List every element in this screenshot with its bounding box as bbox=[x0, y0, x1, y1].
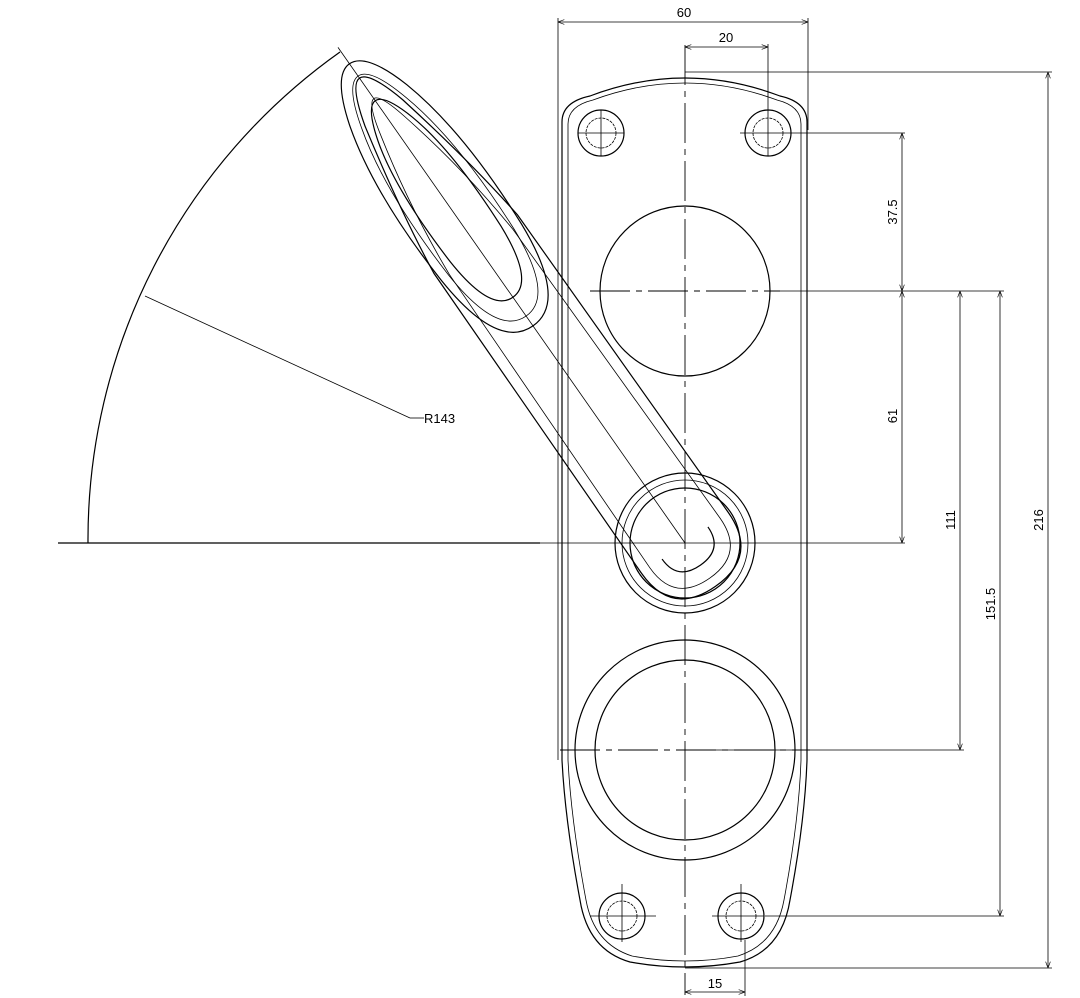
mounting-hole bbox=[590, 884, 656, 942]
mounting-hole bbox=[712, 884, 765, 942]
dimensions: 60 20 15 37.5 61 111 151.5 216 bbox=[558, 5, 1048, 992]
dim-216: 216 bbox=[1031, 509, 1046, 531]
dim-151-5: 151.5 bbox=[983, 588, 998, 621]
mounting-hole bbox=[577, 109, 625, 157]
dim-15: 15 bbox=[708, 976, 722, 991]
extension-lines bbox=[540, 18, 1052, 996]
dim-111: 111 bbox=[943, 510, 958, 530]
swing-arc: R143 bbox=[58, 51, 540, 544]
mounting-hole bbox=[740, 109, 792, 157]
dim-61: 61 bbox=[885, 409, 900, 423]
lever-handle bbox=[337, 47, 742, 600]
dim-20: 20 bbox=[719, 30, 733, 45]
mounting-holes bbox=[577, 109, 792, 942]
dim-60: 60 bbox=[677, 5, 691, 20]
dim-37-5: 37.5 bbox=[885, 199, 900, 224]
radius-label: R143 bbox=[424, 411, 455, 426]
backplate bbox=[561, 77, 808, 968]
